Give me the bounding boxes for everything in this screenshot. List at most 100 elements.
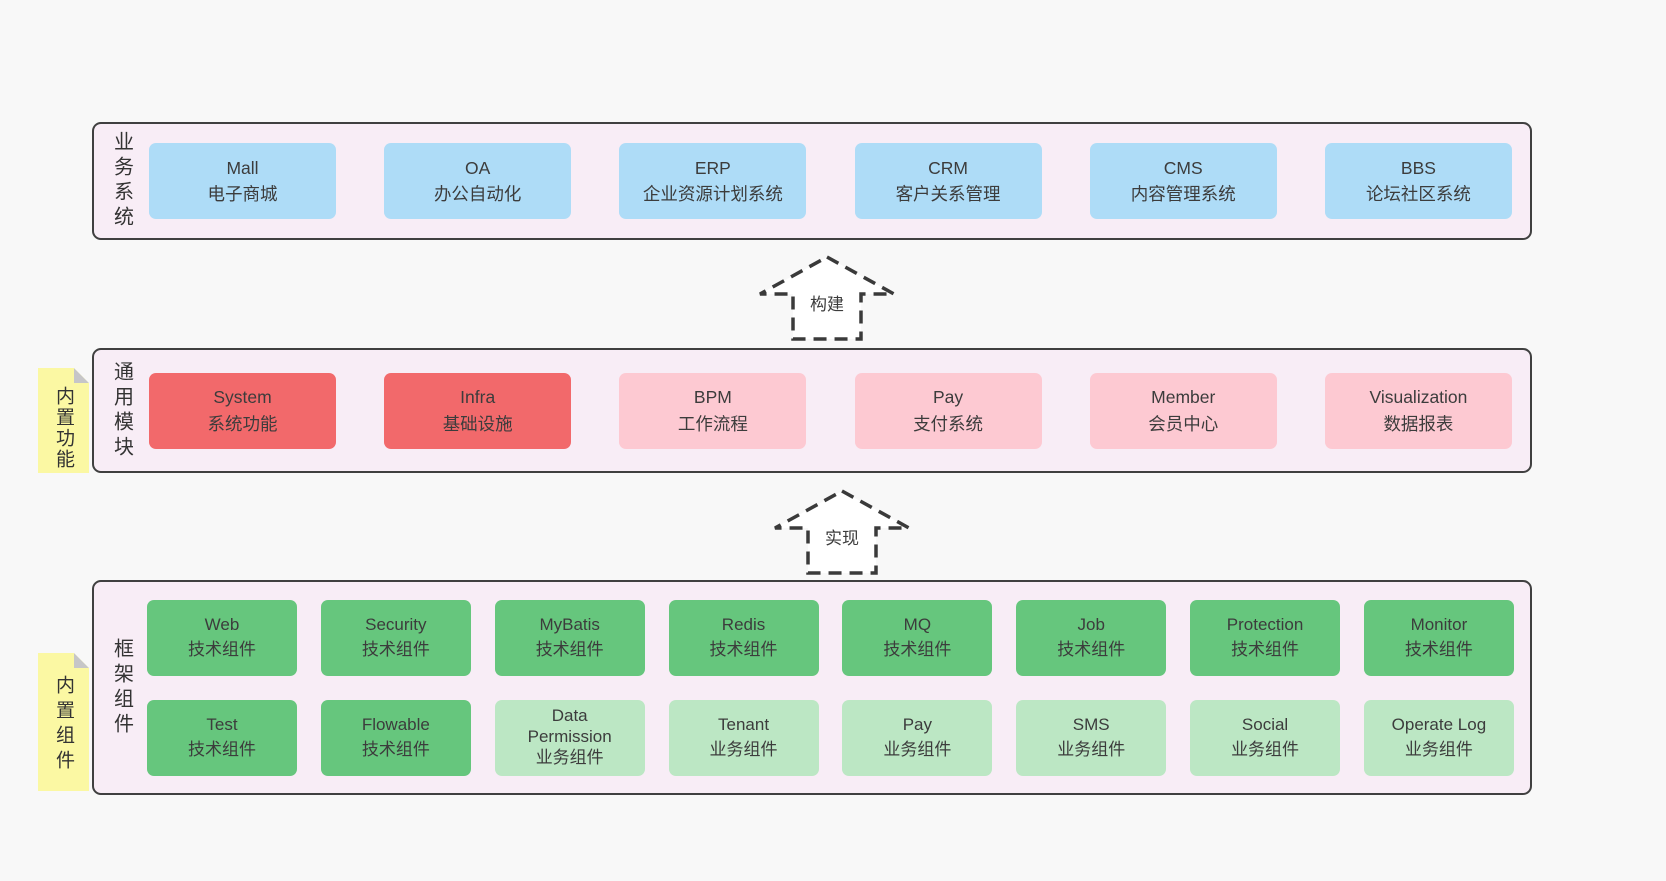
box-social: Social 业务组件	[1190, 699, 1341, 776]
sticky-note-builtin-components: 内置组件	[38, 653, 89, 791]
box-redis: Redis 技术组件	[668, 599, 819, 676]
box-visualization: Visualization 数据报表	[1324, 372, 1512, 449]
box-subtitle: 业务组件	[1231, 739, 1300, 759]
common-modules-layer: 通用模块 System 系统功能 Infra 基础设施 BPM 工作流程 Pay…	[92, 348, 1532, 473]
implement-arrow-label: 实现	[822, 524, 862, 549]
box-title: ERP	[694, 157, 731, 178]
box-title: Infra	[460, 387, 496, 408]
box-system: System 系统功能	[149, 372, 336, 449]
box-title: Security	[365, 614, 427, 634]
box-title: Operate Log	[1391, 714, 1487, 734]
box-title: OA	[465, 157, 491, 178]
box-title: SMS	[1072, 714, 1110, 734]
box-title: Monitor	[1410, 614, 1468, 634]
box-subtitle: 数据报表	[1383, 413, 1454, 434]
box-title: BBS	[1400, 157, 1436, 178]
box-infra: Infra 基础设施	[384, 372, 572, 449]
box-subtitle: 技术组件	[1057, 639, 1126, 659]
box-oa: OA 办公自动化	[384, 143, 572, 219]
box-tenant: Tenant 业务组件	[668, 699, 819, 776]
box-subtitle: 系统功能	[207, 413, 278, 434]
box-job: Job 技术组件	[1016, 599, 1167, 676]
box-bpm: BPM 工作流程	[619, 372, 807, 449]
box-subtitle: 业务组件	[709, 739, 778, 759]
box-crm: CRM 客户关系管理	[854, 143, 1042, 219]
box-subtitle: 业务组件	[883, 739, 952, 759]
box-title: Protection	[1226, 614, 1304, 634]
box-subtitle: 业务组件	[535, 747, 604, 767]
framework-components-layer: 框架组件 Web 技术组件 Security 技术组件 MyBatis 技术组件…	[92, 580, 1532, 795]
folded-corner-icon	[74, 368, 89, 383]
implement-arrow: 实现	[772, 488, 912, 576]
layer-label-common-modules: 通用模块	[110, 360, 133, 461]
box-cms: CMS 内容管理系统	[1089, 143, 1277, 219]
box-member: Member 会员中心	[1089, 372, 1277, 449]
box-title: Flowable	[361, 714, 430, 734]
box-web: Web 技术组件	[147, 599, 297, 676]
box-title: System	[213, 387, 272, 408]
box-mq: MQ 技术组件	[842, 599, 993, 676]
box-subtitle: 业务组件	[1057, 739, 1126, 759]
box-subtitle: 支付系统	[913, 413, 984, 434]
box-protection: Protection 技术组件	[1190, 599, 1341, 676]
box-subtitle: 技术组件	[535, 639, 604, 659]
component-boxes-grid: Web 技术组件 Security 技术组件 MyBatis 技术组件 Redi…	[137, 582, 1530, 793]
box-subtitle: 业务组件	[1404, 739, 1473, 759]
box-operate-log: Operate Log 业务组件	[1363, 699, 1514, 776]
box-flowable: Flowable 技术组件	[320, 699, 471, 776]
box-title: BPM	[693, 387, 732, 408]
box-title: Pay	[902, 714, 933, 734]
box-data-permission: Data Permission 业务组件	[494, 699, 645, 776]
box-title: Test	[206, 714, 238, 734]
build-arrow-label: 构建	[807, 290, 847, 315]
box-title: Visualization	[1369, 387, 1468, 408]
box-title: MyBatis	[539, 614, 600, 634]
box-monitor: Monitor 技术组件	[1363, 599, 1514, 676]
box-title: Data Permission	[527, 706, 612, 747]
box-title: Member	[1151, 387, 1216, 408]
box-title: Job	[1077, 614, 1105, 634]
box-subtitle: 技术组件	[361, 639, 430, 659]
folded-corner-icon	[74, 653, 89, 668]
sticky-note-text: 内置组件	[53, 675, 74, 775]
box-subtitle: 电子商城	[207, 184, 278, 204]
box-sms: SMS 业务组件	[1016, 699, 1167, 776]
box-mybatis: MyBatis 技术组件	[494, 599, 645, 676]
box-subtitle: 工作流程	[677, 413, 748, 434]
box-title: Web	[204, 614, 240, 634]
sticky-note-builtin-features: 内置功能	[38, 368, 89, 473]
box-subtitle: 技术组件	[361, 739, 430, 759]
box-subtitle: 内容管理系统	[1130, 184, 1236, 204]
box-subtitle: 技术组件	[709, 639, 778, 659]
box-subtitle: 论坛社区系统	[1365, 184, 1471, 204]
box-security: Security 技术组件	[320, 599, 471, 676]
box-subtitle: 企业资源计划系统	[642, 184, 783, 204]
box-erp: ERP 企业资源计划系统	[619, 143, 807, 219]
box-title: Pay	[932, 387, 964, 408]
box-title: MQ	[903, 614, 932, 634]
box-pay-module: Pay 支付系统	[854, 372, 1042, 449]
layer-label-framework-components: 框架组件	[110, 637, 133, 738]
box-subtitle: 技术组件	[188, 639, 256, 659]
box-title: Tenant	[718, 714, 770, 734]
box-title: Social	[1241, 714, 1289, 734]
box-subtitle: 技术组件	[188, 739, 256, 759]
box-subtitle: 客户关系管理	[895, 184, 1001, 204]
box-subtitle: 技术组件	[883, 639, 952, 659]
box-pay-component: Pay 业务组件	[842, 699, 993, 776]
box-subtitle: 办公自动化	[433, 184, 522, 204]
box-title: Redis	[721, 614, 766, 634]
business-systems-layer: 业务系统 Mall 电子商城 OA 办公自动化 ERP 企业资源计划系统 CRM…	[92, 122, 1532, 240]
layer-label-business-systems: 业务系统	[110, 131, 133, 231]
box-subtitle: 技术组件	[1404, 639, 1473, 659]
box-mall: Mall 电子商城	[149, 143, 336, 219]
business-boxes-row: Mall 电子商城 OA 办公自动化 ERP 企业资源计划系统 CRM 客户关系…	[137, 124, 1530, 238]
box-subtitle: 基础设施	[442, 413, 513, 434]
box-bbs: BBS 论坛社区系统	[1324, 143, 1512, 219]
box-title: CRM	[928, 157, 968, 178]
sticky-note-text: 内置功能	[53, 386, 74, 470]
box-title: Mall	[226, 157, 259, 178]
build-arrow: 构建	[757, 254, 897, 342]
box-test: Test 技术组件	[147, 699, 297, 776]
box-subtitle: 会员中心	[1148, 413, 1219, 434]
